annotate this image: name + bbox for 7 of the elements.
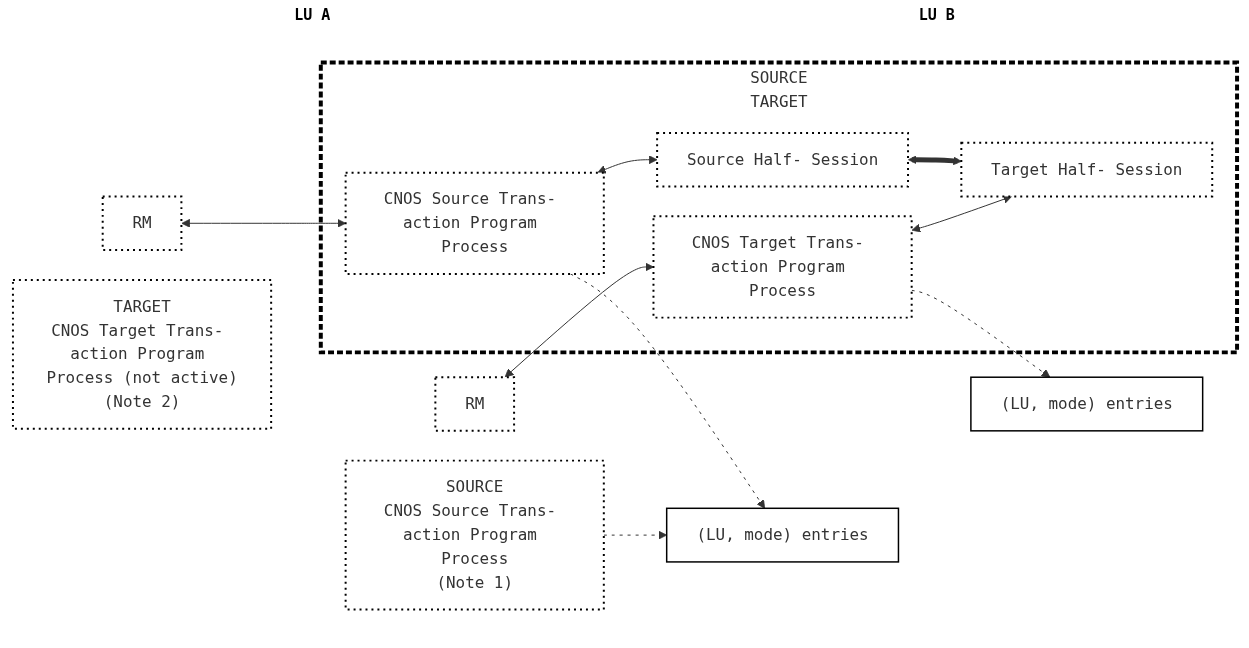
node-box: CNOS Source Trans- action Program Process xyxy=(344,171,605,275)
node-box: RM xyxy=(433,376,515,432)
node-box: CNOS Target Trans- action Program Process xyxy=(651,215,913,319)
bracket-label: LU B xyxy=(918,6,955,26)
node-box: (LU, mode) entries xyxy=(969,376,1203,432)
node-box: (LU, mode) entries xyxy=(665,507,899,563)
bracket-label: LU A xyxy=(294,6,331,26)
